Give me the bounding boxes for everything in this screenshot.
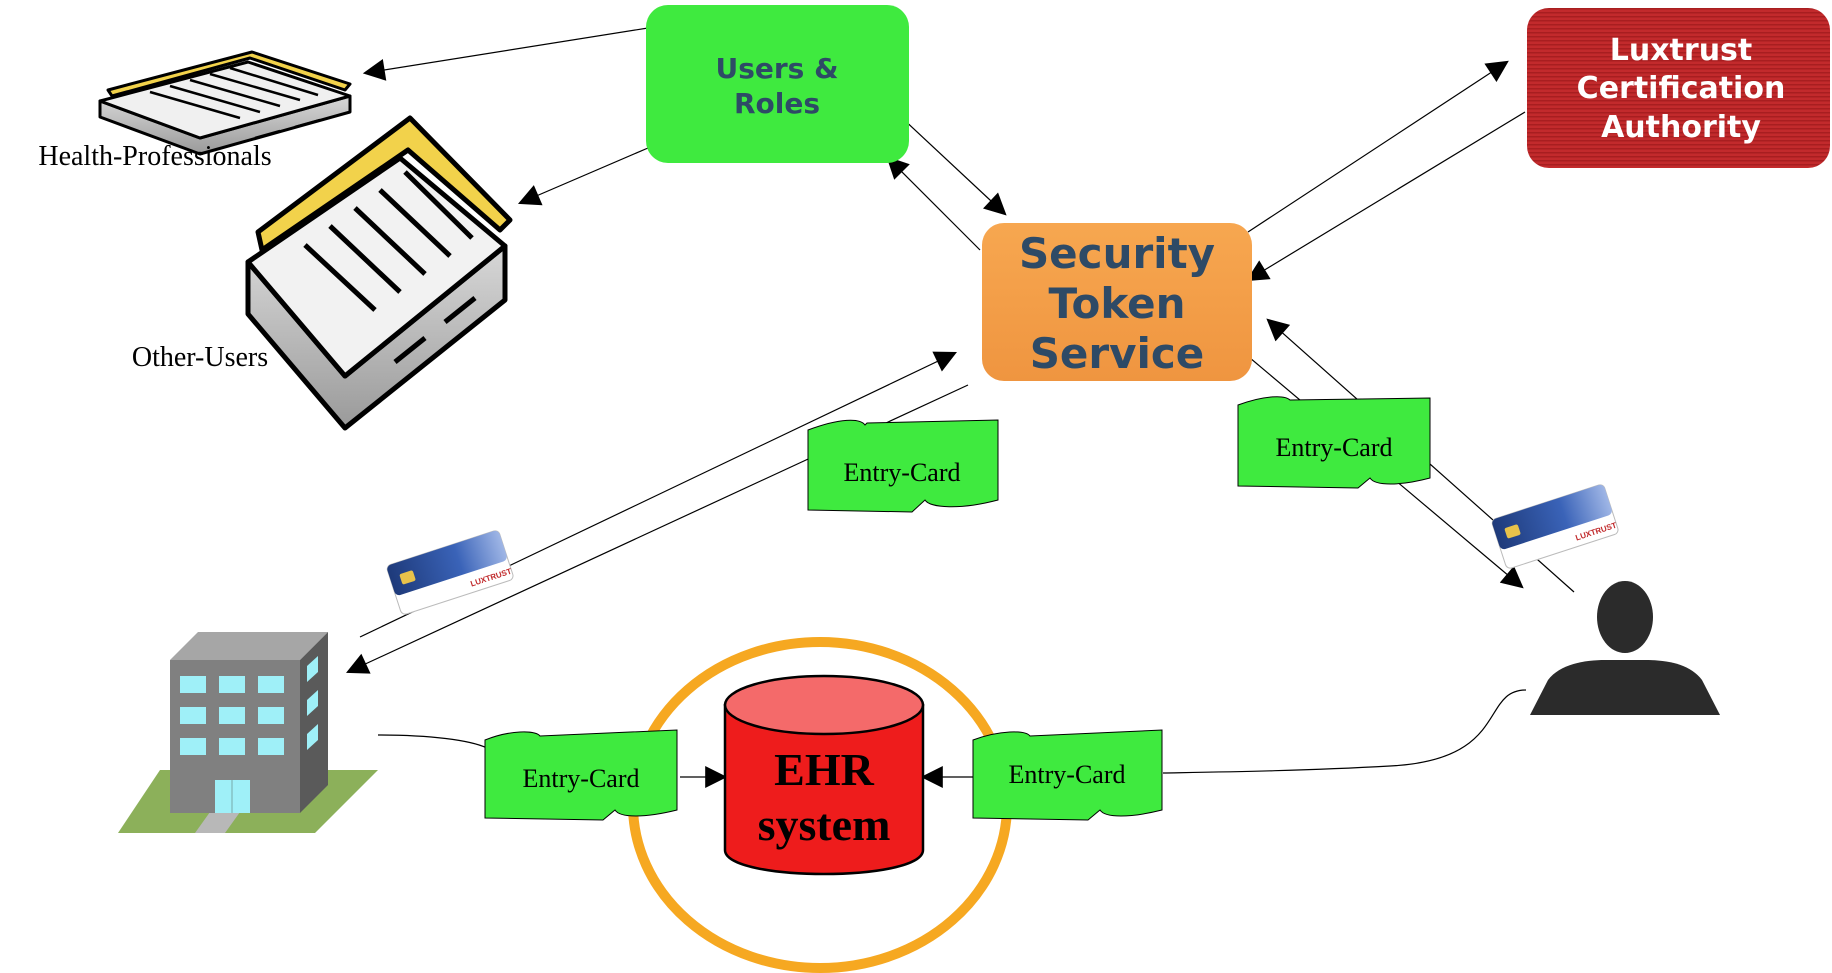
entry-card-sts-right: Entry-Card (1237, 396, 1431, 489)
health-professionals-label: Health-Professionals (38, 141, 271, 172)
building-icon (118, 632, 378, 833)
book-icon (98, 50, 352, 156)
person-icon (1530, 581, 1720, 715)
connector-building-to-card (377, 734, 488, 749)
connector-person-to-card (1162, 689, 1527, 774)
luxtrust-line3: Authority (1601, 110, 1761, 145)
sts-box (982, 223, 1252, 381)
sts-line1: Security (1019, 229, 1215, 278)
arrow-roles-to-other (517, 147, 649, 206)
luxtrust-box (1527, 8, 1830, 168)
entry-card-ehr-left: Entry-Card (484, 729, 678, 821)
entry-card-label: Entry-Card (844, 458, 961, 487)
arrow-sts-to-roles (886, 156, 981, 251)
entry-card-label: Entry-Card (523, 764, 640, 793)
ehr-line1: EHR (774, 744, 874, 795)
entry-card-label: Entry-Card (1009, 760, 1126, 789)
arrow-sts-to-luxtrust (1247, 60, 1509, 233)
ehr-node: EHR system (628, 637, 1012, 973)
users-roles-box (646, 5, 909, 163)
users-roles-line2: Roles (734, 87, 820, 120)
users-roles-node: Users & Roles (646, 5, 909, 163)
entry-card-sts-left: Entry-Card (807, 419, 999, 513)
luxtrust-node: Luxtrust Certification Authority (1527, 8, 1830, 168)
users-roles-line1: Users & (715, 52, 838, 85)
sts-line3: Service (1030, 329, 1205, 378)
sts-node: Security Token Service (982, 223, 1252, 381)
arrow-roles-to-health (362, 27, 649, 81)
entry-card-ehr-right: Entry-Card (972, 729, 1163, 821)
database-icon (723, 674, 925, 876)
entry-card-label: Entry-Card (1276, 433, 1393, 462)
sts-line2: Token (1048, 279, 1185, 328)
ehr-line2: system (758, 799, 891, 850)
arrow-luxtrust-to-sts (1246, 111, 1526, 282)
arrow-roles-to-sts (899, 115, 1007, 216)
book-icon (245, 115, 513, 431)
smart-card-icon: LUXTRUST (1491, 484, 1619, 569)
smart-card-icon: LUXTRUST (386, 530, 514, 615)
luxtrust-line2: Certification (1577, 71, 1786, 106)
luxtrust-line1: Luxtrust (1610, 33, 1753, 68)
other-users-label: Other-Users (132, 342, 268, 373)
